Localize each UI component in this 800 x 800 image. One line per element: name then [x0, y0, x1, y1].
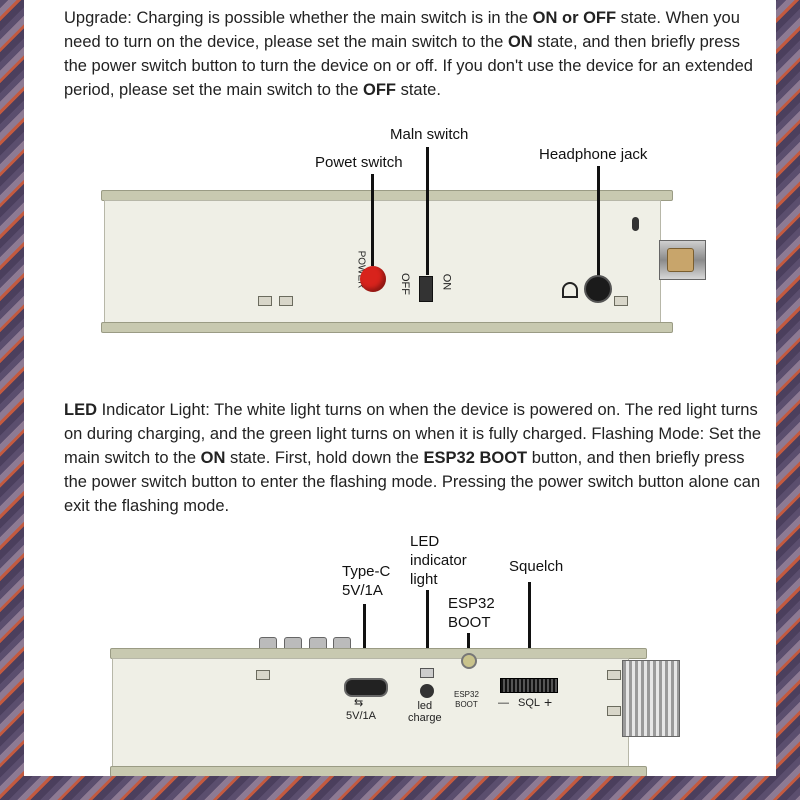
top-hole — [632, 217, 639, 231]
callout-power-switch: Powet switch — [315, 154, 403, 171]
manual-page: Upgrade: Charging is possible whether th… — [24, 0, 776, 776]
callout-type-c: Type-C 5V/1A — [342, 563, 391, 599]
paragraph-led: LED Indicator Light: The white light tur… — [64, 398, 764, 518]
usb-icon: ⇆ — [354, 697, 364, 709]
text-run: state. When you need to turn on the devi… — [64, 9, 740, 51]
text-run: OFF — [363, 81, 396, 99]
esp32-boot-button[interactable] — [461, 653, 477, 669]
vent-slot — [258, 296, 272, 306]
on-label: ON — [440, 273, 453, 291]
led-window — [420, 668, 434, 678]
side-buttons — [259, 637, 351, 651]
bottom-rail — [101, 322, 673, 333]
headphone-leader — [597, 166, 600, 276]
antenna-connector-center — [667, 248, 694, 272]
callout-headphone-jack: Headphone jack — [539, 146, 648, 163]
sql-label: SQL — [518, 697, 541, 709]
type-c-leader — [363, 604, 366, 678]
off-label: OFF — [399, 273, 411, 295]
text-run: state. — [396, 81, 441, 99]
usb-rating-label: 5V/1A — [346, 710, 376, 722]
callout-squelch: Squelch — [509, 558, 564, 575]
main-switch-leader — [426, 147, 429, 275]
sql-plus: + — [544, 694, 553, 710]
text-run: state, and then briefly press the power … — [64, 33, 753, 99]
esp32-boot-printed: ESP32 BOOT — [454, 690, 479, 709]
squelch-wheel[interactable] — [500, 678, 558, 693]
text-run: ESP32 BOOT — [423, 449, 528, 467]
led-charge-label: led charge — [408, 700, 442, 724]
antenna-connector — [659, 240, 706, 280]
callout-led-light: LED indicator light — [410, 533, 467, 588]
headphone-icon — [562, 282, 578, 298]
text-run: Upgrade: Charging is possible whether th… — [64, 9, 533, 27]
device-body — [104, 200, 661, 324]
vent-slot — [279, 296, 293, 306]
squelch-leader — [528, 582, 531, 678]
vent-slot — [607, 670, 621, 680]
vent-slot — [614, 296, 628, 306]
esp32-leader — [467, 633, 470, 651]
power-button[interactable] — [360, 266, 386, 292]
bottom-rail — [110, 766, 647, 776]
text-run: Indicator Light: The white light turns o… — [64, 401, 762, 467]
led-indicator — [420, 684, 434, 698]
text-run: ON — [507, 33, 533, 51]
text-run: ON or OFF — [532, 9, 617, 27]
vent-slot — [607, 706, 621, 716]
callout-main-switch: Maln switch — [390, 126, 469, 143]
vent-slot — [256, 670, 270, 680]
usb-c-port[interactable] — [344, 678, 388, 697]
text-run: state. First, hold down the — [225, 449, 424, 467]
callout-esp32-boot: ESP32 BOOT — [448, 595, 495, 631]
text-run: LED — [64, 401, 97, 419]
main-switch-toggle[interactable] — [419, 276, 433, 302]
headphone-jack[interactable] — [584, 275, 612, 303]
paragraph-upgrade: Upgrade: Charging is possible whether th… — [64, 6, 764, 102]
text-run: button, and then briefly press the power… — [64, 449, 761, 515]
led-leader — [426, 590, 429, 660]
antenna-connector — [622, 660, 680, 737]
text-run: ON — [200, 449, 226, 467]
power-switch-leader — [371, 174, 374, 266]
device-body — [112, 658, 629, 770]
sql-minus: — — [498, 697, 509, 709]
